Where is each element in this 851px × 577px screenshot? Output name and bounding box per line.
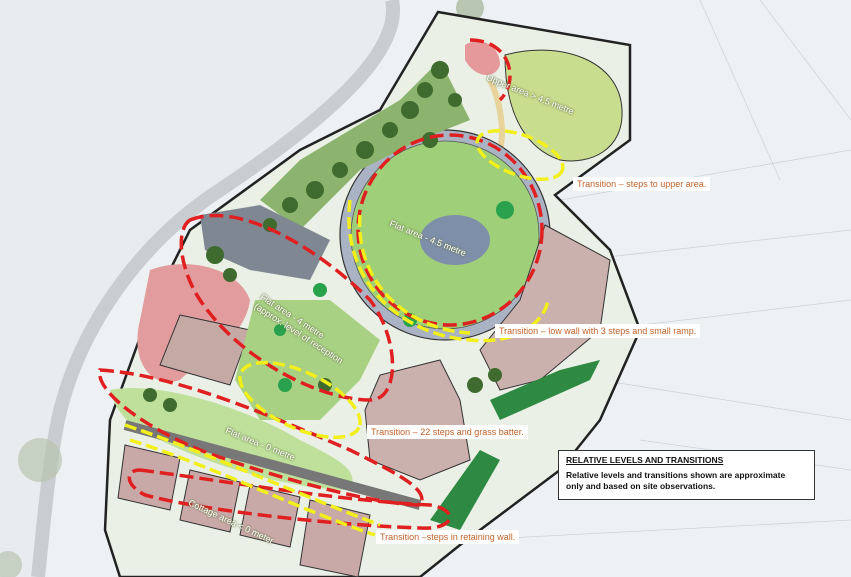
legend-body: Relative levels and transitions shown ar… — [566, 470, 807, 492]
transition-low-wall — [347, 199, 550, 343]
lawn-flat-0 — [110, 388, 353, 490]
upper-lawn — [504, 49, 623, 162]
cottage-path — [123, 420, 422, 510]
outline-flat-45 — [356, 133, 544, 327]
green-strip-east — [490, 360, 600, 420]
level-outlines — [98, 38, 544, 530]
car-park — [200, 205, 330, 280]
pink-planting-top — [465, 41, 500, 76]
highlight-trees — [274, 201, 514, 392]
legend-body-line1: Relative levels and transitions shown ar… — [566, 470, 786, 480]
outline-cottage — [127, 468, 452, 530]
legend-title: RELATIVE LEVELS AND TRANSITIONS — [566, 455, 724, 465]
building-south — [364, 359, 471, 481]
outline-flat-0 — [98, 368, 424, 507]
label-transition-low-wall: Transition – low wall with 3 steps and s… — [495, 324, 701, 338]
cottage — [299, 499, 371, 577]
lawn-flat-4 — [235, 300, 380, 420]
outline-flat-4 — [179, 213, 395, 402]
road-area — [0, 0, 397, 577]
transition-22-steps — [238, 360, 362, 440]
tree-outside — [18, 438, 62, 482]
cottage — [117, 444, 181, 511]
legend-body-line2: only and based on site observations. — [566, 481, 716, 491]
transition-retaining — [124, 423, 381, 527]
tree-clusters — [143, 61, 502, 412]
outline-upper — [469, 38, 512, 102]
legend-box: RELATIVE LEVELS AND TRANSITIONS Relative… — [558, 450, 815, 500]
transition-low-wall-inner — [358, 214, 471, 335]
path-upper — [487, 78, 505, 151]
label-transition-22-steps: Transition – 22 steps and grass batter. — [367, 425, 528, 439]
transition-upper — [475, 128, 565, 182]
tree-outside — [0, 551, 22, 577]
background-linework — [469, 0, 851, 541]
road-edge — [31, 0, 401, 577]
label-transition-upper: Transition – steps to upper area. — [573, 177, 711, 191]
central-feature — [420, 215, 490, 265]
transition-retaining-2 — [129, 438, 376, 537]
label-transition-retaining: Transition –steps in retaining wall. — [376, 530, 520, 544]
transition-outlines — [124, 128, 565, 537]
